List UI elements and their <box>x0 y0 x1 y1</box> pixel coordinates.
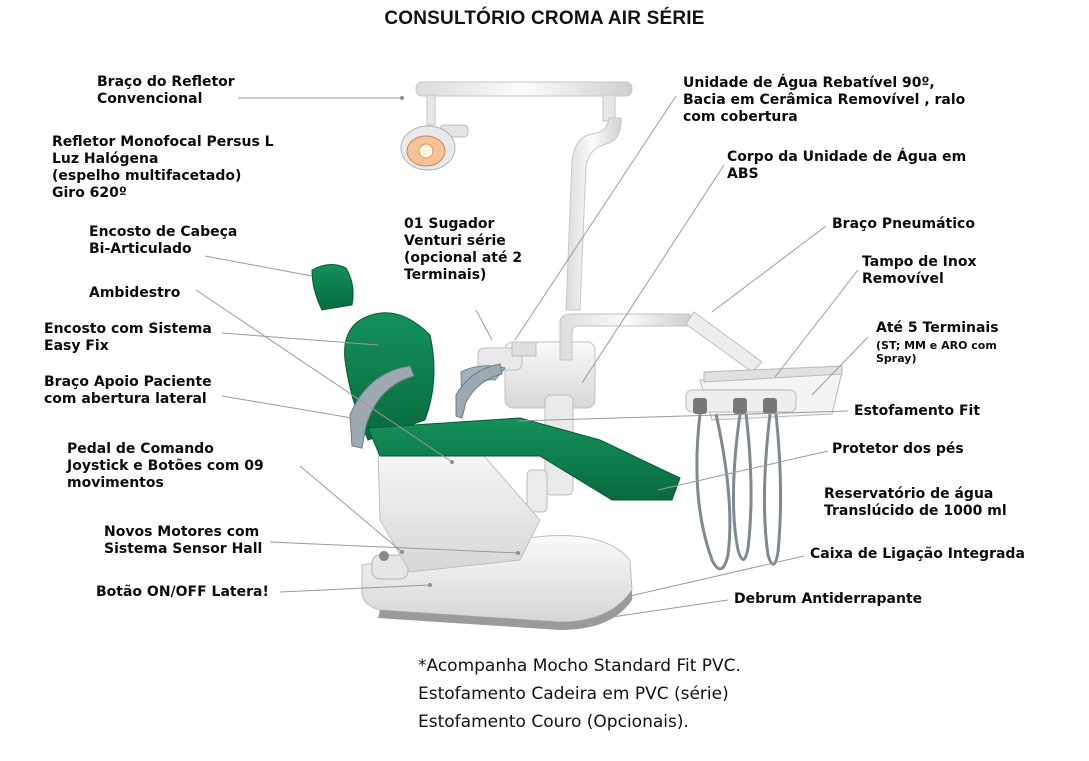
label-sugador: 01 Sugador Venturi série (opcional até 2… <box>404 216 523 283</box>
note-line-1: *Acompanha Mocho Standard Fit PVC. <box>418 656 741 676</box>
leader-braco-pneumatico <box>711 225 827 313</box>
label-botao-onoff: Botão ON/OFF Latera! <box>96 584 269 600</box>
label-protetor-pes: Protetor dos pés <box>832 441 964 457</box>
leader-unidade-agua <box>514 95 677 341</box>
label-reservatorio: Reservatório de água Translúcido de 1000… <box>824 486 1007 519</box>
label-caixa-ligacao: Caixa de Ligação Integrada <box>810 546 1025 562</box>
label-pedal: Pedal de Comando Joystick e Botões com 0… <box>67 441 264 491</box>
label-ambidestro: Ambidestro <box>89 285 181 301</box>
label-encosto-cabeca: Encosto de Cabeça Bi-Articulado <box>89 224 238 257</box>
label-braco-pneumatico: Braço Pneumático <box>832 216 975 232</box>
leader-estofamento-fit <box>517 410 849 422</box>
instrument-tray <box>685 365 843 571</box>
leader-protetor-pes <box>657 450 829 491</box>
leader-braco-apoio <box>221 395 353 419</box>
leader-tampo-inox <box>774 269 859 378</box>
label-debrum: Debrum Antiderrapante <box>734 591 923 607</box>
label-ate5: Até 5 Terminais <box>876 320 999 336</box>
label-corpo-unidade: Corpo da Unidade de Água em ABS <box>727 149 967 182</box>
leader-debrum <box>591 599 729 621</box>
label-encosto-sistema: Encosto com Sistema Easy Fix <box>44 321 212 354</box>
note-line-2: Estofamento Cadeira em PVC (série) <box>418 684 729 704</box>
label-estofamento-fit: Estofamento Fit <box>854 403 981 419</box>
note-line-3: Estofamento Couro (Opcionais). <box>418 712 689 732</box>
armrest <box>349 363 503 449</box>
diagram-title: CONSULTÓRIO CROMA AIR SÉRIE <box>384 8 705 29</box>
leader-botao <box>279 584 431 593</box>
leader-caixa-ligacao <box>629 555 805 597</box>
label-tampo-inox: Tampo de Inox Removível <box>862 254 977 287</box>
reflector-lamp <box>400 124 469 171</box>
leader-ambidestro <box>195 289 453 463</box>
leader-encosto-cabeca <box>204 255 313 277</box>
label-braco-refletor: Braço do Refletor Convencional <box>97 74 235 107</box>
label-refletor: Refletor Monofocal Persus L Luz Halógena… <box>52 134 274 201</box>
label-motores: Novos Motores com Sistema Sensor Hall <box>104 524 263 557</box>
label-unidade-agua: Unidade de Água Rebatível 90º, Bacia em … <box>683 75 966 125</box>
reflector-arm <box>415 81 633 311</box>
leader-encosto-sistema <box>221 332 379 346</box>
leader-corpo-unidade <box>581 164 725 384</box>
notes-block: *Acompanha Mocho Standard Fit PVC. Estof… <box>418 652 1018 736</box>
leader-pedal <box>299 465 403 553</box>
leader-ate5 <box>811 336 869 396</box>
label-braco-apoio: Braço Apoio Paciente com abertura latera… <box>44 374 212 407</box>
leader-sugador <box>475 309 493 341</box>
leader-motores <box>269 541 519 554</box>
label-ate5-sub: (ST; MM e ARO com Spray) <box>876 339 997 365</box>
